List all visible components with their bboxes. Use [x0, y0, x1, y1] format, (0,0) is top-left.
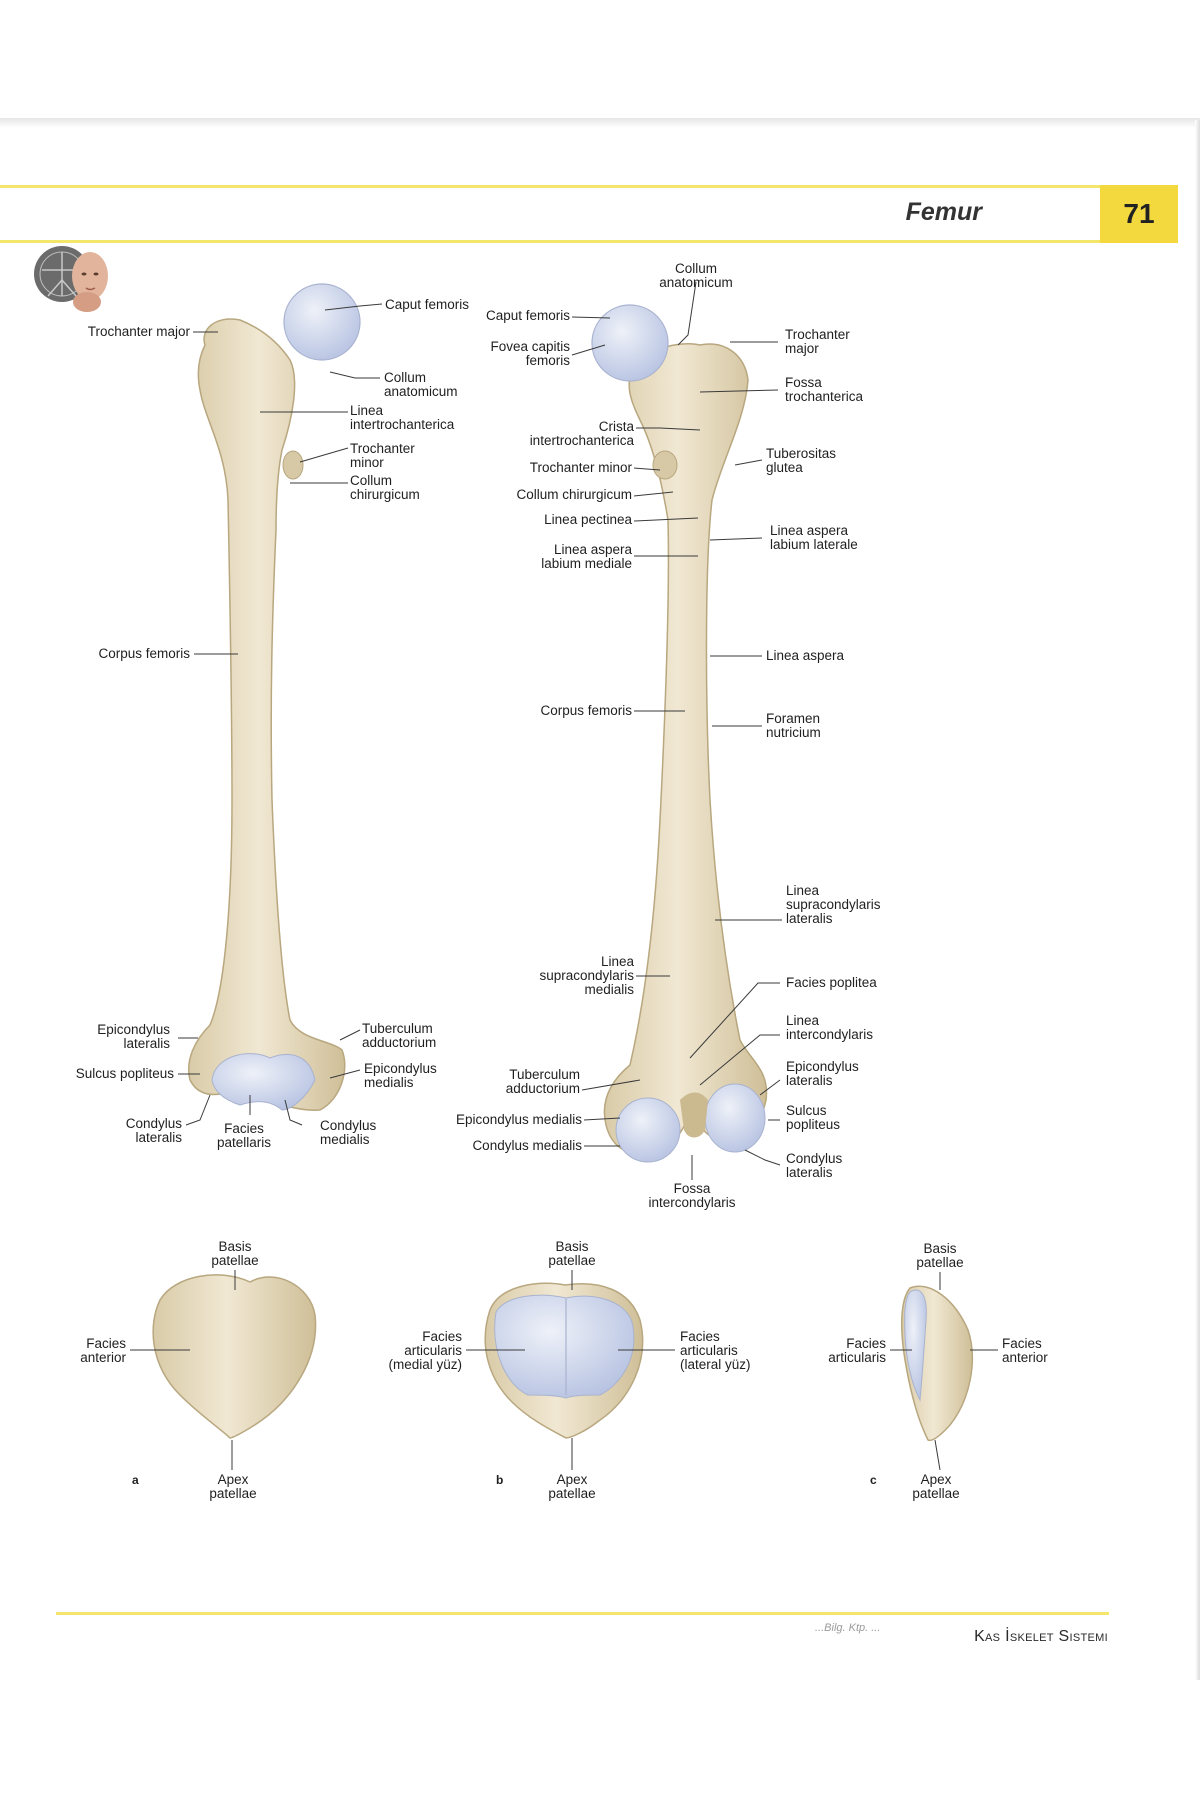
label-p-linea-supracondylaris-medialis: Linea supracondylaris medialis — [539, 954, 634, 997]
page-edge-shadow — [1195, 120, 1200, 1680]
label-p-tuberculum-adductorium: Tuberculum adductorium — [505, 1067, 580, 1096]
label-collum-anatomicum: Collum anatomicum — [384, 370, 458, 399]
label-p-linea-intercondylaris: Linea intercondylaris — [786, 1013, 874, 1042]
label-epicondylus-lateralis: Epicondylus lateralis — [97, 1022, 170, 1051]
label-p-foramen-nutricium: Foramen nutricium — [766, 711, 821, 740]
label-p-condylus-lateralis: Condylus lateralis — [786, 1151, 843, 1180]
header-band — [0, 188, 1178, 240]
footer-rule — [56, 1612, 1109, 1615]
label-p-collum-anatomicum: Collum anatomicum — [659, 261, 733, 290]
label-corpus-femoris: Corpus femoris — [98, 646, 190, 661]
label-p-facies-poplitea: Facies poplitea — [786, 975, 877, 990]
label-condylus-lateralis: Condylus lateralis — [125, 1116, 182, 1145]
vitruvian-head-logo-icon — [32, 240, 116, 316]
header-rule-bottom — [0, 240, 1178, 243]
label-a-apex-patellae: Apex patellae — [209, 1472, 257, 1501]
footer-handwritten-note: ...Bilg. Ktp. ... — [815, 1622, 881, 1634]
patella-posterior — [484, 1282, 644, 1439]
label-caput-femoris: Caput femoris — [385, 297, 470, 312]
scan-edge — [0, 118, 1200, 128]
section-title: Femur — [905, 198, 982, 226]
patella-lateral — [900, 1285, 974, 1442]
label-p-condylus-medialis: Condylus medialis — [472, 1138, 582, 1153]
label-p-fovea-capitis-femoris: Fovea capitis femoris — [490, 339, 570, 368]
label-c-apex-patellae: Apex patellae — [912, 1472, 960, 1501]
label-b-facies-articularis-lateral: Facies articularis (lateral yüz) — [680, 1329, 751, 1372]
label-trochanter-major: Trochanter major — [87, 324, 190, 339]
label-trochanter-minor: Trochanter minor — [350, 441, 415, 470]
label-c-basis-patellae: Basis patellae — [916, 1241, 964, 1270]
footer-section-name: Kas İskelet Sistemi — [974, 1628, 1108, 1645]
figure-letter-b: b — [496, 1473, 504, 1487]
label-sulcus-popliteus: Sulcus popliteus — [75, 1066, 174, 1081]
figure-letter-a: a — [132, 1473, 139, 1487]
label-p-epicondylus-lateralis: Epicondylus lateralis — [786, 1059, 859, 1088]
label-p-fossa-intercondylaris: Fossa intercondylaris — [648, 1181, 736, 1210]
label-p-linea-aspera-labium-laterale: Linea aspera labium laterale — [770, 523, 858, 552]
label-linea-intertrochanterica: Linea intertrochanterica — [350, 403, 455, 432]
label-b-facies-articularis-medial: Facies articularis (medial yüz) — [388, 1329, 462, 1372]
label-p-linea-aspera: Linea aspera — [766, 648, 845, 663]
label-p-linea-pectinea: Linea pectinea — [544, 512, 632, 527]
label-a-basis-patellae: Basis patellae — [211, 1239, 259, 1268]
figure-letter-c: c — [870, 1473, 877, 1487]
label-p-sulcus-popliteus: Sulcus popliteus — [786, 1103, 841, 1132]
label-p-epicondylus-medialis: Epicondylus medialis — [455, 1112, 582, 1127]
label-p-fossa-trochanterica: Fossa trochanterica — [785, 375, 864, 404]
label-c-facies-articularis: Facies articularis — [828, 1336, 886, 1365]
label-p-caput-femoris: Caput femoris — [485, 308, 570, 323]
label-tuberculum-adductorium: Tuberculum adductorium — [362, 1021, 437, 1050]
label-c-facies-anterior: Facies anterior — [1002, 1336, 1048, 1365]
label-p-linea-supracondylaris-lateralis: Linea supracondylaris lateralis — [786, 883, 881, 926]
label-epicondylus-medialis: Epicondylus medialis — [364, 1061, 437, 1090]
label-p-linea-aspera-labium-mediale: Linea aspera labium mediale — [541, 542, 632, 571]
posterior-femur — [591, 304, 768, 1163]
label-facies-patellaris: Facies patellaris — [216, 1121, 272, 1150]
page-number: 71 — [1100, 185, 1178, 243]
anterior-femur — [188, 283, 361, 1111]
label-a-facies-anterior: Facies anterior — [80, 1336, 126, 1365]
header-rule-top — [0, 185, 1178, 188]
label-p-trochanter-minor: Trochanter minor — [529, 460, 632, 475]
label-p-corpus-femoris: Corpus femoris — [540, 703, 632, 718]
label-p-collum-chirurgicum: Collum chirurgicum — [516, 487, 632, 502]
label-p-crista-intertrochanterica: Crista intertrochanterica — [529, 419, 634, 448]
label-b-apex-patellae: Apex patellae — [548, 1472, 596, 1501]
label-p-tuberositas-glutea: Tuberositas glutea — [766, 446, 837, 475]
leader-lines — [130, 281, 998, 1471]
label-collum-chirurgicum: Collum chirurgicum — [350, 473, 420, 502]
label-condylus-medialis: Condylus medialis — [320, 1118, 377, 1147]
label-b-basis-patellae: Basis patellae — [548, 1239, 596, 1268]
label-p-trochanter-major: Trochanter major — [785, 327, 850, 356]
patella-anterior — [152, 1274, 317, 1439]
